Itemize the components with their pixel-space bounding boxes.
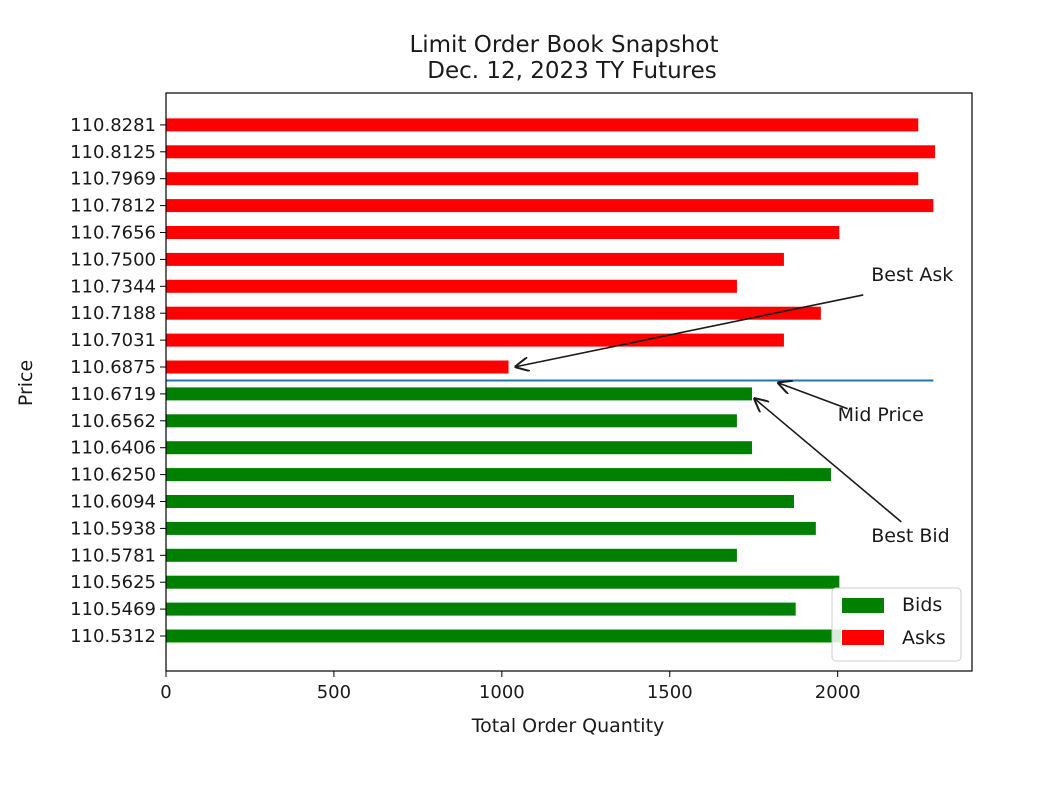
y-tick-label-110.6875: 110.6875 <box>70 357 156 378</box>
legend-swatch-bids <box>842 598 884 613</box>
legend: Bids Asks <box>831 587 962 662</box>
asks-bar-110.7656 <box>166 226 840 239</box>
y-tick-label-110.5469: 110.5469 <box>70 599 156 620</box>
asks-bar-110.7812 <box>166 199 934 213</box>
x-axis-ticks: 0 500 1000 1500 2000 <box>160 671 861 703</box>
bids-bar-110.5938 <box>166 521 816 535</box>
mid-price-annotation: Mid Price <box>838 404 924 426</box>
legend-label-asks: Asks <box>902 627 946 649</box>
y-tick-label-110.7344: 110.7344 <box>70 276 156 297</box>
asks-bar-110.7031 <box>166 333 784 347</box>
y-tick-label-110.5781: 110.5781 <box>70 545 156 566</box>
legend-swatch-asks <box>842 630 884 645</box>
y-tick-label-110.7188: 110.7188 <box>70 303 156 324</box>
asks-bar-110.6875 <box>166 360 509 374</box>
y-tick-label-110.7031: 110.7031 <box>70 330 156 351</box>
plot-frame <box>165 92 973 672</box>
bids-bar-110.6562 <box>166 414 737 428</box>
y-tick-label-110.7656: 110.7656 <box>70 223 156 244</box>
y-tick-label-110.5312: 110.5312 <box>70 626 156 647</box>
chart-subtitle: Dec. 12, 2023 TY Futures <box>427 58 717 84</box>
asks-bar-110.7969 <box>166 172 919 186</box>
mid-price-arrow <box>777 382 848 410</box>
y-tick-label-110.6094: 110.6094 <box>70 492 156 513</box>
y-tick-label-110.6250: 110.6250 <box>70 465 156 486</box>
y-tick-label-110.7500: 110.7500 <box>70 249 156 270</box>
bids-bar-110.5781 <box>166 548 737 562</box>
bids-bar-110.6250 <box>166 468 831 482</box>
y-tick-label-110.7969: 110.7969 <box>70 169 156 190</box>
x-tick-label-2000: 2000 <box>815 682 861 703</box>
asks-bar-110.7500 <box>166 252 784 266</box>
y-tick-label-110.8125: 110.8125 <box>70 142 156 163</box>
y-tick-label-110.6406: 110.6406 <box>70 438 156 459</box>
bids-bar-110.5469 <box>166 602 796 616</box>
x-tick-label-1500: 1500 <box>647 682 693 703</box>
best-ask-annotation: Best Ask <box>871 264 953 286</box>
bars-layer <box>166 118 936 643</box>
bids-bar-110.5625 <box>166 575 840 589</box>
x-axis-label: Total Order Quantity <box>471 715 665 737</box>
y-axis-ticks: 110.5312 110.5469 110.5625 110.5781 110.5938… <box>70 115 166 647</box>
asks-bar-110.8125 <box>166 145 936 159</box>
asks-bar-110.7344 <box>166 279 737 293</box>
bids-bar-110.6406 <box>166 441 753 455</box>
best-bid-annotation: Best Bid <box>871 525 950 547</box>
bids-bar-110.5312 <box>166 629 842 643</box>
x-tick-label-500: 500 <box>317 682 351 703</box>
y-tick-label-110.6562: 110.6562 <box>70 411 156 432</box>
x-tick-label-0: 0 <box>160 682 171 703</box>
y-tick-label-110.5625: 110.5625 <box>70 572 156 593</box>
x-tick-label-1000: 1000 <box>479 682 525 703</box>
bids-bar-110.6094 <box>166 495 795 508</box>
y-axis-label: Price <box>15 360 37 406</box>
legend-label-bids: Bids <box>902 594 942 616</box>
asks-bar-110.8281 <box>166 118 919 132</box>
chart-title: Limit Order Book Snapshot <box>409 32 718 58</box>
y-tick-label-110.6719: 110.6719 <box>70 384 156 405</box>
y-tick-label-110.7812: 110.7812 <box>70 196 156 217</box>
best-bid-arrow <box>754 398 902 523</box>
y-tick-label-110.8281: 110.8281 <box>70 115 156 136</box>
asks-bar-110.7188 <box>166 306 821 320</box>
best-ask-arrow <box>515 294 864 367</box>
bids-bar-110.6719 <box>166 387 753 401</box>
y-tick-label-110.5938: 110.5938 <box>70 518 156 539</box>
